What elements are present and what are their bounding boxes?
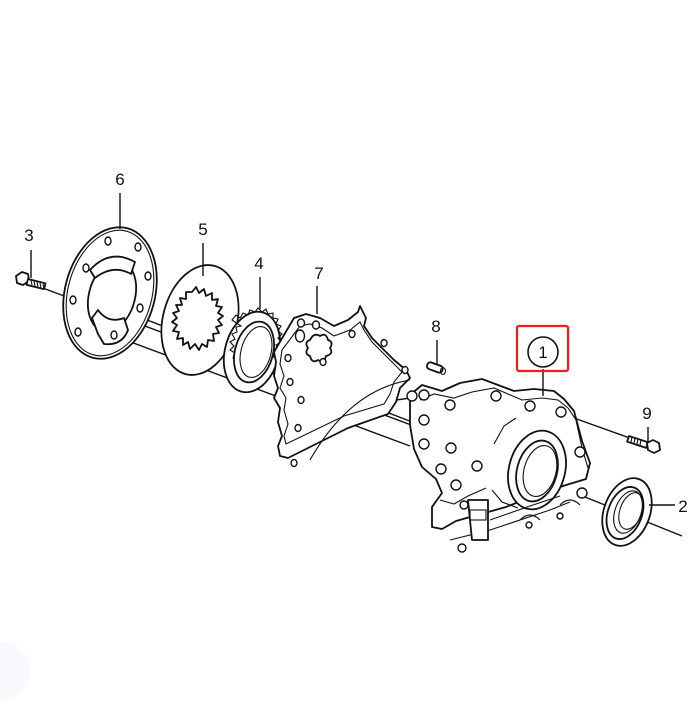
splined-plate-part-5[interactable] xyxy=(150,256,250,383)
callout-9[interactable]: 9 xyxy=(642,404,651,423)
bolt-part-3[interactable] xyxy=(15,271,47,291)
callout-5[interactable]: 5 xyxy=(198,220,207,239)
callout-1-number: 1 xyxy=(538,343,547,362)
oil-pump-housing-part-1[interactable] xyxy=(406,378,591,553)
bolt-part-9[interactable] xyxy=(626,435,661,454)
callout-1-highlight-box xyxy=(515,324,570,373)
callout-3[interactable]: 3 xyxy=(24,226,33,245)
callout-6[interactable]: 6 xyxy=(115,170,124,189)
cover-plate-part-6[interactable] xyxy=(49,217,171,370)
callout-8[interactable]: 8 xyxy=(431,317,440,336)
callout-4[interactable]: 4 xyxy=(254,254,263,273)
callout-labels: 1 2 3 4 5 6 7 8 9 xyxy=(24,170,687,516)
gasket-part-7[interactable] xyxy=(273,305,411,468)
callout-1-circle xyxy=(527,336,559,368)
callout-7[interactable]: 7 xyxy=(314,264,323,283)
shaft-seal-part-2[interactable] xyxy=(593,471,660,553)
callout-2[interactable]: 2 xyxy=(678,497,687,516)
rotor-gear-part-4[interactable] xyxy=(215,305,288,398)
dowel-pin-part-8[interactable] xyxy=(426,361,447,376)
callout-1[interactable]: 1 xyxy=(515,324,570,373)
leader-lines xyxy=(30,193,675,506)
